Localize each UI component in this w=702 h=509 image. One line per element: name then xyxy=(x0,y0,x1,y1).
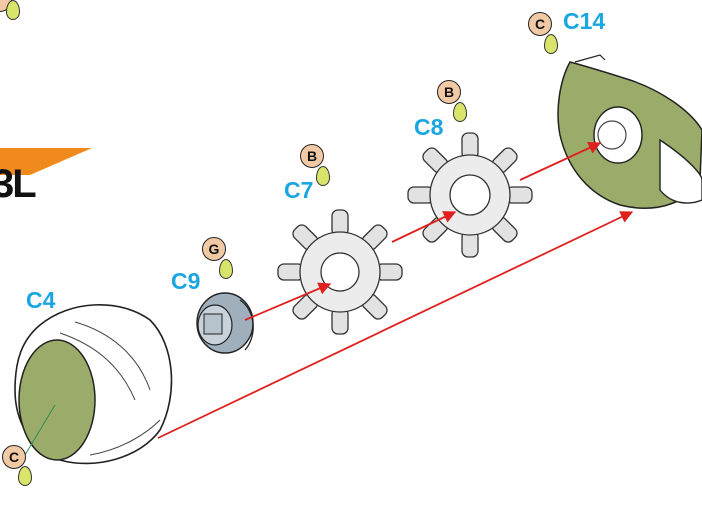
label-c8: C8 xyxy=(414,114,444,140)
badge-tag-c4 xyxy=(18,466,32,486)
badge-c9: G xyxy=(202,237,226,261)
arrow-c9-to-c7 xyxy=(244,282,332,321)
badge-tag-c14 xyxy=(544,34,558,54)
arrow-c8-to-c14 xyxy=(519,142,602,181)
label-c14: C14 xyxy=(563,8,606,34)
part-c9-hub xyxy=(196,292,254,354)
brand-logo-text: 3L xyxy=(0,162,37,206)
badge-c14: C xyxy=(528,12,552,36)
part-c14-housing xyxy=(557,54,702,209)
assembly-arrows xyxy=(24,142,634,456)
leader-c4-badge xyxy=(24,404,56,456)
badge-tag-top-left xyxy=(6,0,20,20)
label-c9: C9 xyxy=(171,268,201,294)
brand-logo xyxy=(0,148,92,175)
badge-c8: B xyxy=(437,80,461,104)
arrow-c4-to-c14 xyxy=(157,211,634,439)
badge-tag-c7 xyxy=(316,166,330,186)
badge-c4: C xyxy=(2,445,26,469)
arrow-c7-to-c8 xyxy=(391,211,457,243)
part-c8-gear xyxy=(407,132,533,258)
badge-c7: B xyxy=(300,144,324,168)
badge-tag-c8 xyxy=(453,102,467,122)
label-c4: C4 xyxy=(26,287,56,313)
label-c7: C7 xyxy=(284,177,314,203)
part-c7-gear xyxy=(277,209,403,335)
part-c4-tire xyxy=(14,304,173,465)
badge-tag-c9 xyxy=(219,259,233,279)
